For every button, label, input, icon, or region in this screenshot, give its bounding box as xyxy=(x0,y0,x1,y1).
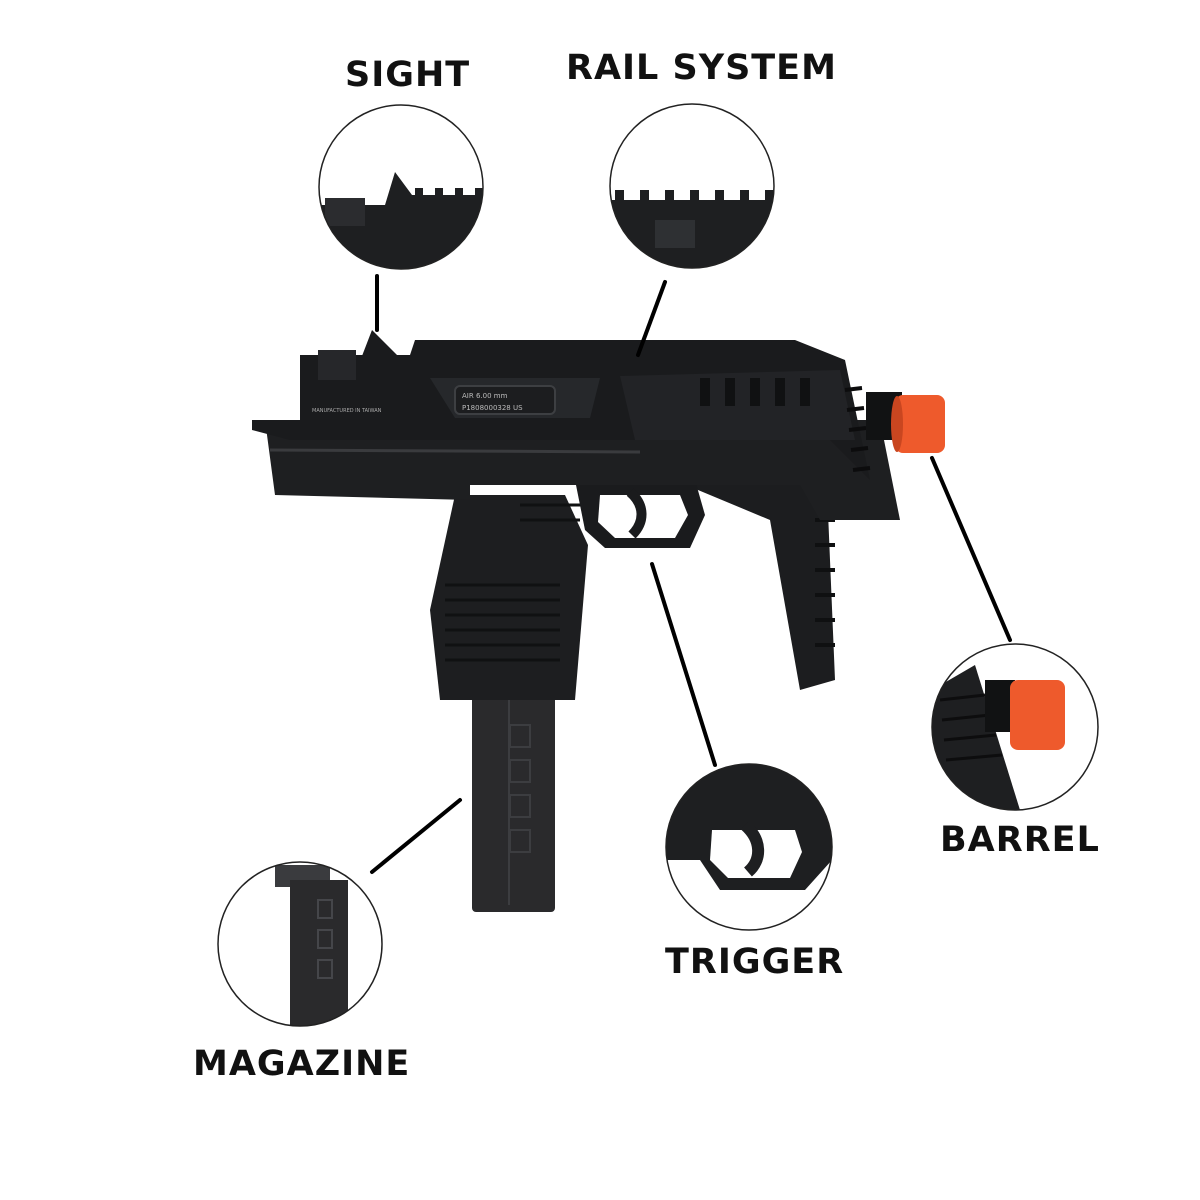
label-trigger: TRIGGER xyxy=(665,942,845,982)
rear-block xyxy=(318,350,356,380)
magazine-body xyxy=(472,690,555,912)
engraving-side-text: MANUFACTURED IN TAIWAN xyxy=(312,408,382,414)
leader-rail xyxy=(636,280,667,357)
rear-sight xyxy=(362,330,398,356)
front-ribs xyxy=(844,386,871,472)
zoom-circle-trigger xyxy=(665,763,833,931)
label-sight: SIGHT xyxy=(345,55,471,95)
zoom-circle-rail xyxy=(609,103,775,269)
grip-texture xyxy=(445,503,585,662)
orange-tip xyxy=(895,395,945,453)
leader-lines xyxy=(370,274,1012,874)
folding-foregrip xyxy=(640,440,835,690)
magazine-window-marks xyxy=(508,700,531,905)
lower-receiver xyxy=(265,420,900,520)
side-rail-slots xyxy=(700,378,810,406)
top-rail-teeth xyxy=(415,348,775,358)
trigger xyxy=(626,488,647,539)
leader-magazine xyxy=(370,798,462,874)
zoom-circle-sight xyxy=(318,104,484,270)
front-rail-block xyxy=(620,370,855,440)
pistol-grip xyxy=(430,495,588,700)
ejection-window xyxy=(454,385,556,415)
zoom-circle-barrel xyxy=(931,643,1099,811)
label-rail-system: RAIL SYSTEM xyxy=(566,48,837,88)
label-magazine: MAGAZINE xyxy=(193,1044,411,1084)
zoom-circle-magazine xyxy=(217,861,383,1027)
engraving-serial: P1808000328 US xyxy=(462,404,523,412)
leader-barrel xyxy=(930,456,1012,642)
engraving-caliber: AIR 6.00 mm xyxy=(462,392,508,400)
label-barrel: BARREL xyxy=(940,820,1100,860)
leader-trigger xyxy=(650,562,717,767)
weapon-body: AIR 6.00 mm P1808000328 US MANUFACTURED … xyxy=(252,330,945,912)
